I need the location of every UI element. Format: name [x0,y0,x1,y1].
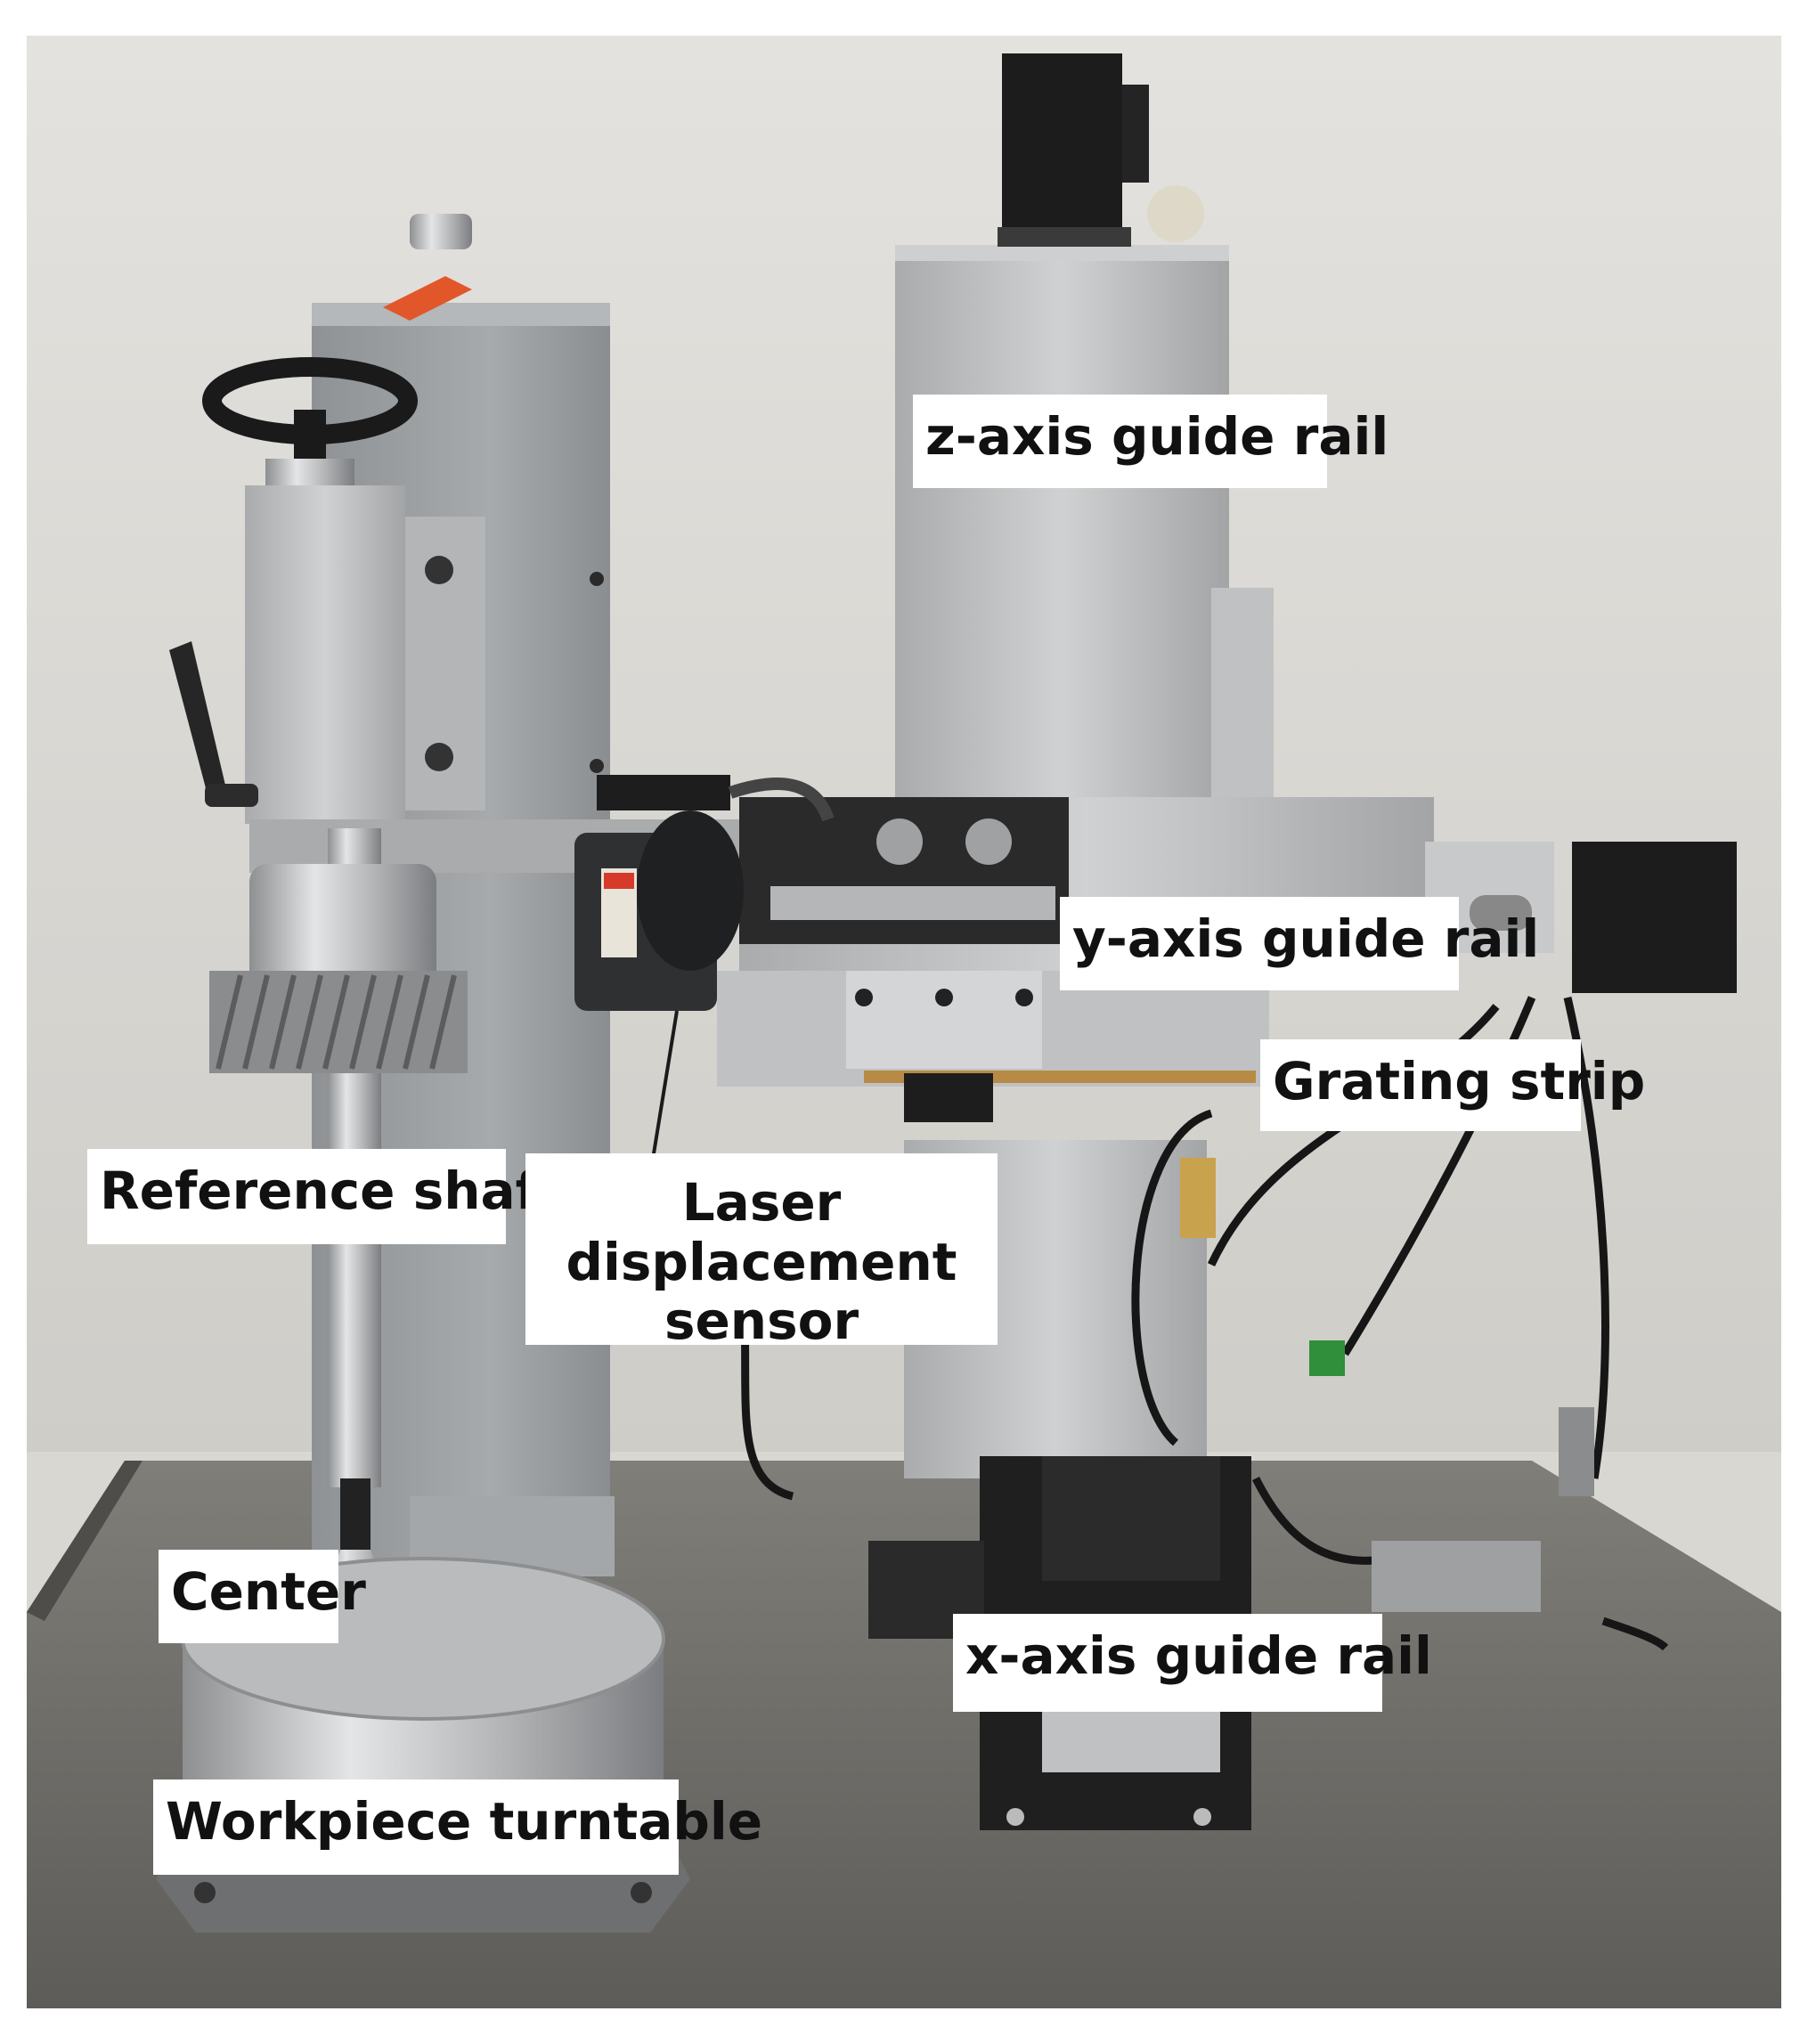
label-y-axis-guide-rail: y-axis guide rail [1060,897,1539,990]
junction-box [1372,1541,1541,1612]
z-axis-motor [1002,53,1122,232]
label-grating-strip: Grating strip [1260,1039,1645,1131]
z-axis-housing [895,245,1229,797]
label-reference-shaft: Reference shaft [87,1149,563,1244]
label-center: Center [159,1550,366,1643]
label-z-axis-guide-rail: z-axis guide rail [913,395,1389,488]
label-laser-displacement-sensor: Laser displacement sensor [525,1153,998,1351]
slide-block [245,485,405,824]
label-workpiece-turntable: Workpiece turntable [153,1779,762,1875]
y-axis-motor [1572,842,1737,993]
label-x-axis-guide-rail: x-axis guide rail [953,1614,1432,1712]
measurement-rig-photo [27,36,1781,2008]
photo-frame: z-axis guide rail y-axis guide rail Grat… [27,36,1781,2008]
table-shadow [27,1461,143,1621]
